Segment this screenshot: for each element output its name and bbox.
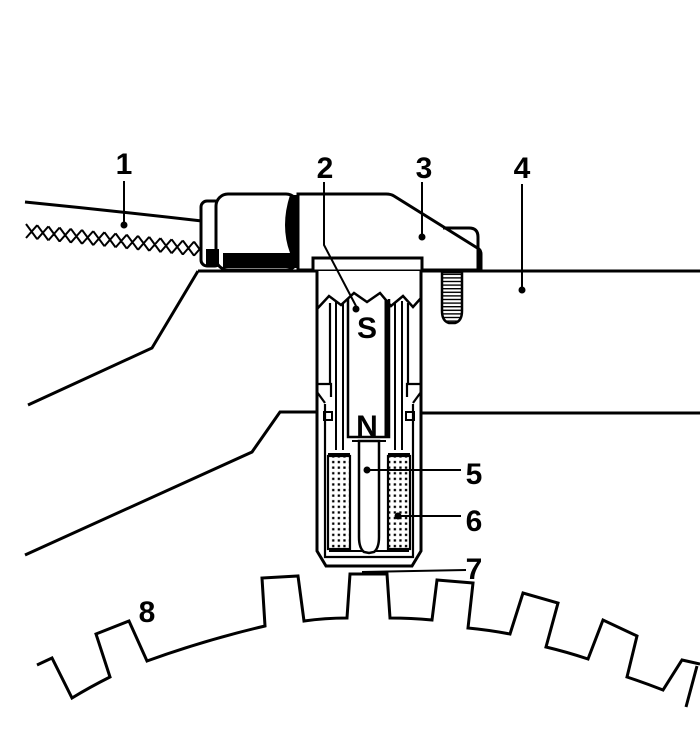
- callout-7-label: 7: [466, 553, 483, 586]
- connector-seal-black: [223, 195, 298, 268]
- callout-3-dot: [418, 233, 426, 241]
- magnet-north-pole-label: N: [356, 410, 378, 443]
- mounting-collar: [311, 256, 424, 273]
- callout-2-dot: [352, 305, 360, 313]
- callout-5-label: 5: [466, 458, 483, 491]
- callout-7-air-gap-leader: [361, 569, 467, 573]
- connector-seal-small-black: [206, 249, 219, 266]
- inner-cup: [323, 404, 415, 559]
- callout-6-label: 6: [466, 505, 483, 538]
- section-break-line: [316, 291, 422, 310]
- cable-braid: [25, 223, 207, 258]
- inner-sleeve-walls: [328, 303, 410, 384]
- coil-winding-left: [326, 454, 352, 551]
- cable-outline: [24, 200, 203, 223]
- mounting-screw: [440, 270, 464, 325]
- callout-5-dot: [363, 466, 371, 474]
- trigger-wheel: [36, 572, 700, 708]
- callout-4-label: 4: [514, 152, 531, 185]
- engine-block-lower-edge: [24, 410, 317, 557]
- callout-2-leader: [323, 182, 357, 307]
- pole-pin: [357, 439, 381, 555]
- callout-3-label: 3: [416, 152, 433, 185]
- mounting-ear: [443, 226, 480, 270]
- callout-1-label: 1: [116, 148, 133, 181]
- magnet-south-pole-label: S: [357, 312, 377, 345]
- callout-2-label: 2: [317, 152, 334, 185]
- callout-4-dot: [518, 286, 526, 294]
- callout-8-label: 8: [139, 596, 156, 629]
- engine-block-upper-edge: [27, 270, 200, 407]
- coil-winding-right: [386, 454, 412, 551]
- callout-1-dot: [120, 221, 128, 229]
- callout-6-dot: [394, 512, 402, 520]
